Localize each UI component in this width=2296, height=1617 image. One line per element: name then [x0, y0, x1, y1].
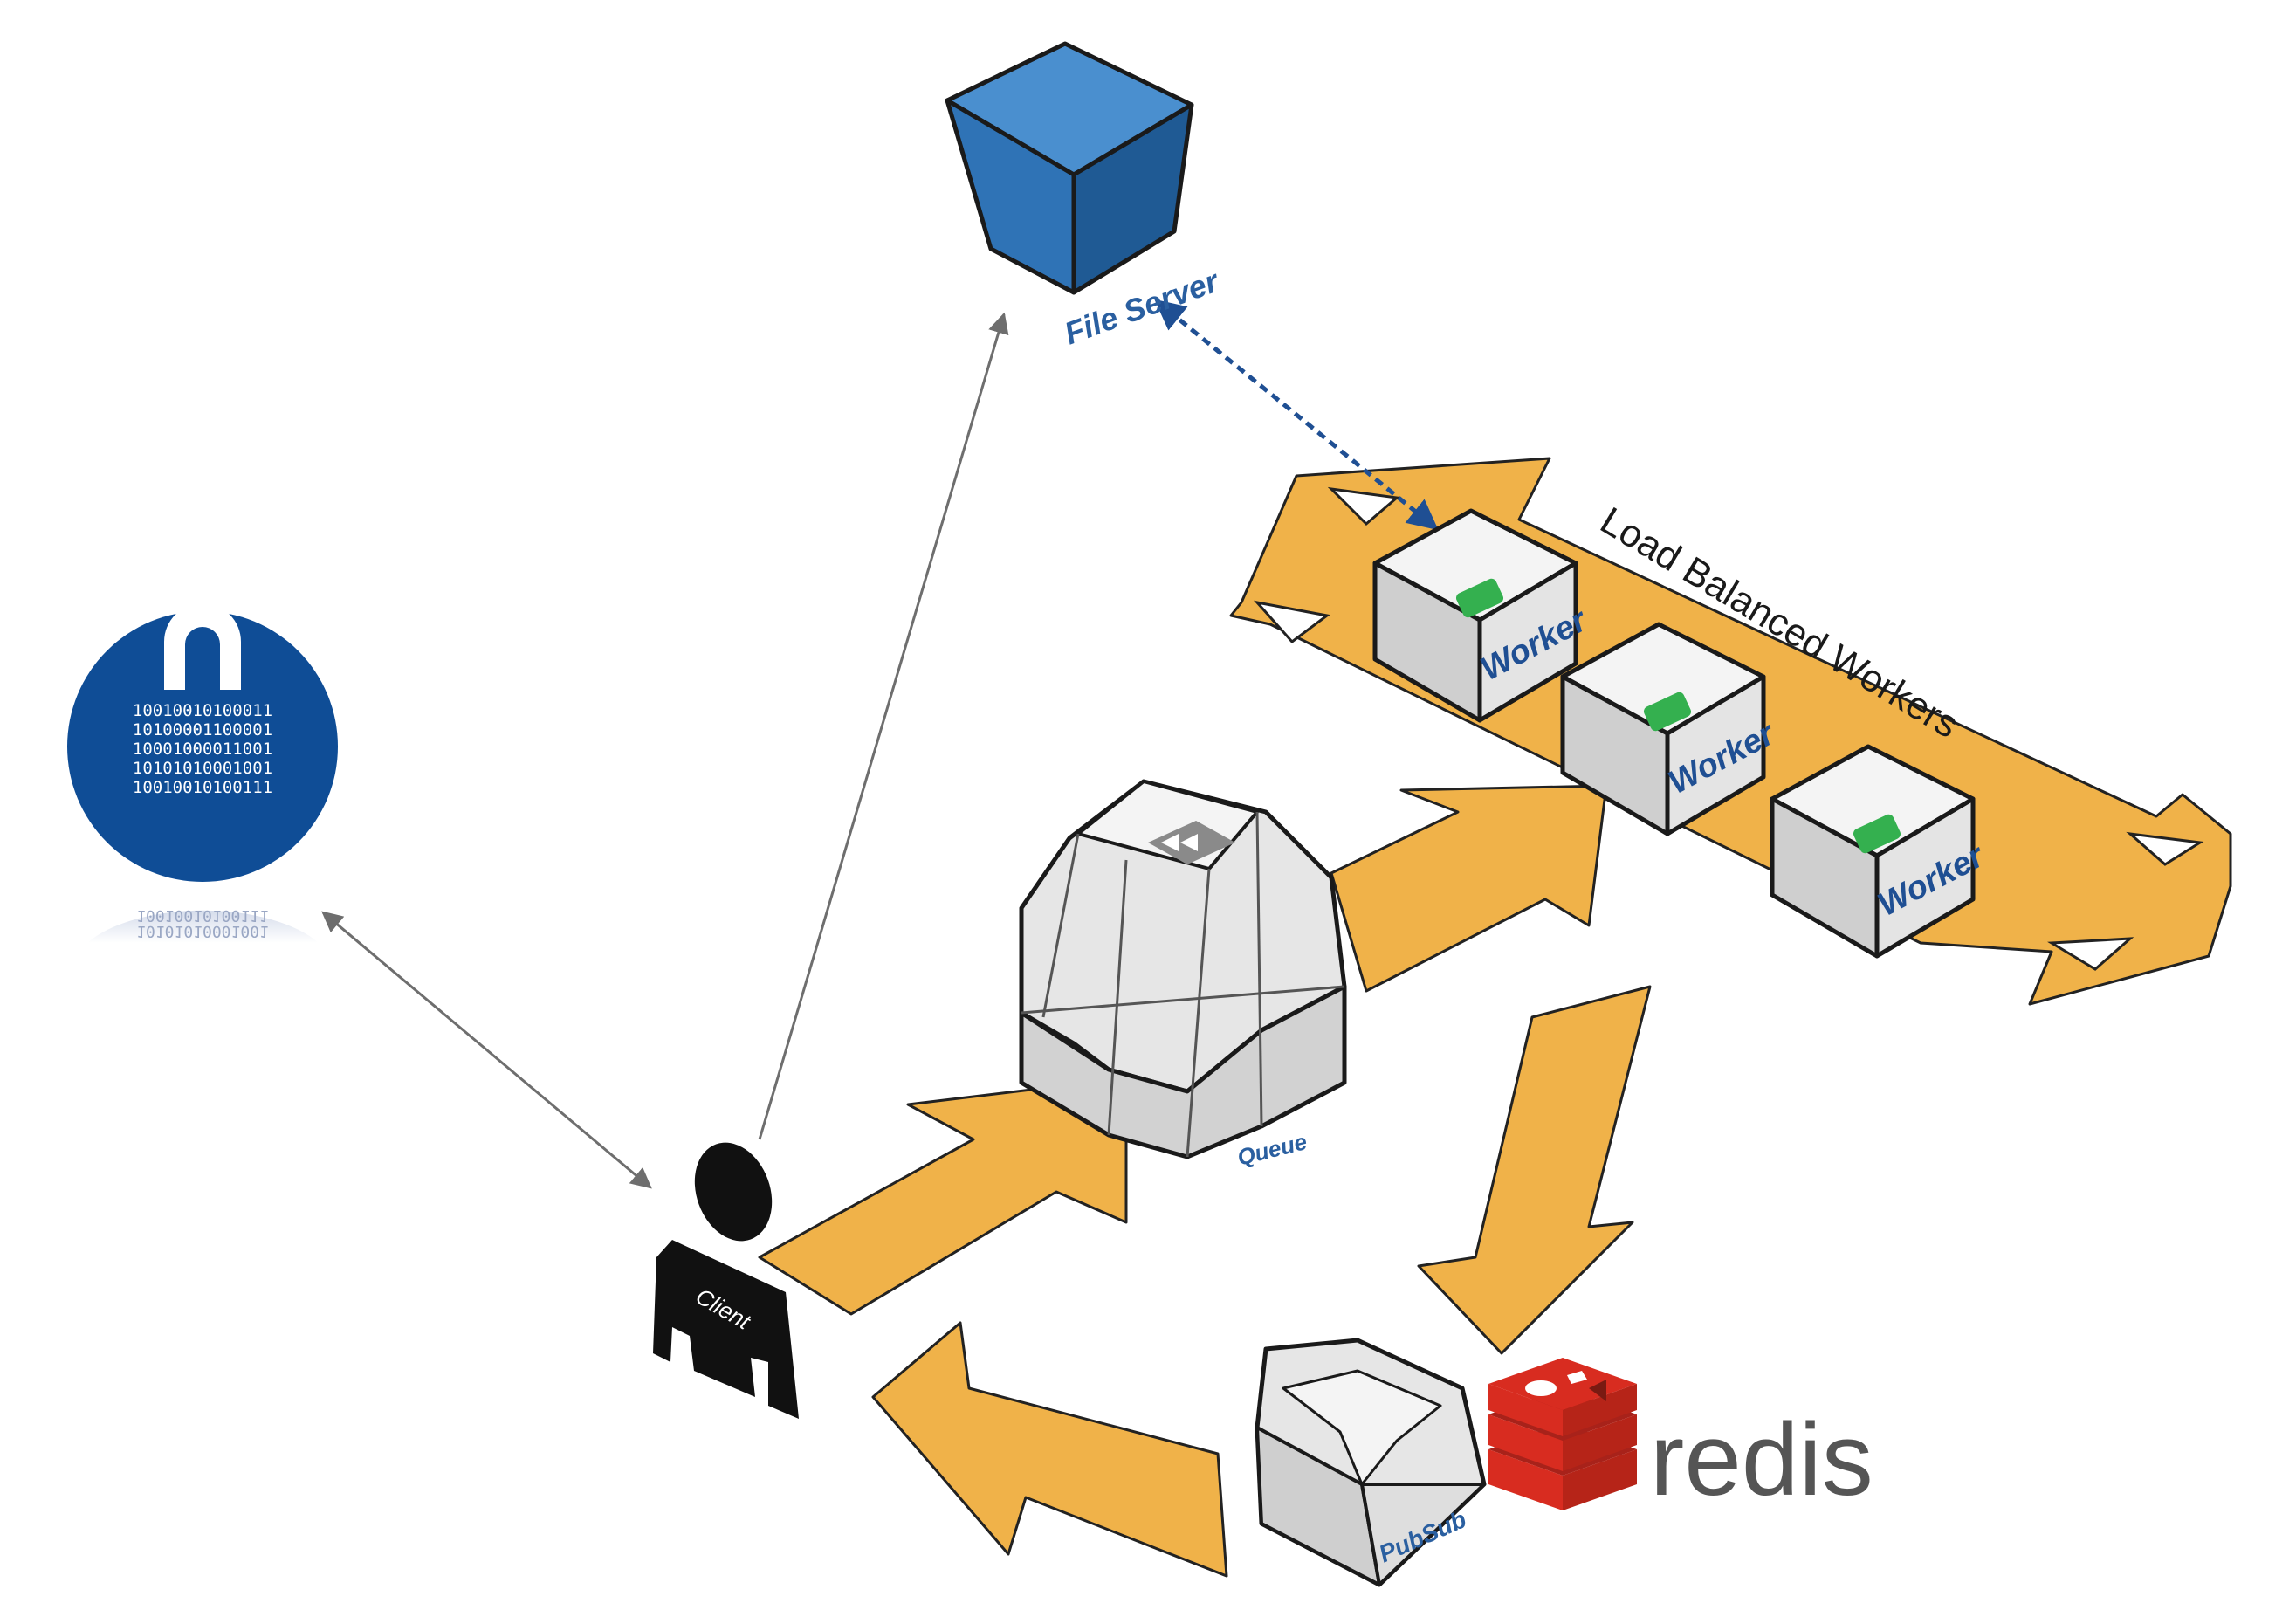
flow-arrow-workers-to-pubsub — [1417, 985, 1652, 1355]
worker-status-indicator — [1853, 814, 1901, 854]
binary-line: 10101010001001 — [133, 759, 272, 778]
worker-status-indicator — [1643, 692, 1692, 732]
secure-storage-node: 10010010100011 10100001100001 1000100001… — [67, 603, 338, 943]
redis-wordmark: redis — [1650, 1402, 1873, 1517]
lock-icon — [164, 603, 241, 690]
binary-line: 10010010100011 — [133, 701, 272, 720]
reflection-line: 10010010100111 — [136, 906, 269, 925]
connector-client-to-fileserver — [758, 312, 1009, 1140]
file-server-node: File Server — [945, 41, 1225, 352]
redis-logo: redis — [1488, 1358, 1873, 1517]
secure-storage-reflection: 10010010100111 10101010001001 — [87, 906, 319, 943]
fast-forward-icon — [1148, 821, 1235, 864]
reflection-line: 10101010001001 — [136, 922, 269, 940]
binary-line: 10100001100001 — [133, 720, 272, 740]
pubsub-node: PubSub — [1255, 1338, 1487, 1587]
worker-status-indicator — [1455, 578, 1504, 618]
binary-line: 10010010100111 — [133, 778, 272, 797]
binary-text: 10010010100011 10100001100001 1000100001… — [133, 701, 272, 797]
client-head-icon — [694, 1142, 773, 1242]
flow-arrow-client-to-queue — [758, 1077, 1128, 1316]
connector-client-to-secure-storage — [321, 911, 652, 1189]
binary-line: 10001000011001 — [133, 740, 272, 759]
flow-arrows — [758, 784, 1652, 1578]
client-body-icon — [653, 1240, 799, 1419]
flow-arrow-queue-to-workers — [1330, 784, 1608, 993]
connector-fileserver-to-worker — [1154, 299, 1439, 531]
redis-icon — [1488, 1358, 1637, 1510]
client-node: Client — [653, 1142, 799, 1419]
secure-storage-icon — [67, 611, 338, 882]
queue-node: Queue — [1019, 779, 1347, 1171]
flow-arrow-pubsub-to-client — [871, 1321, 1228, 1578]
